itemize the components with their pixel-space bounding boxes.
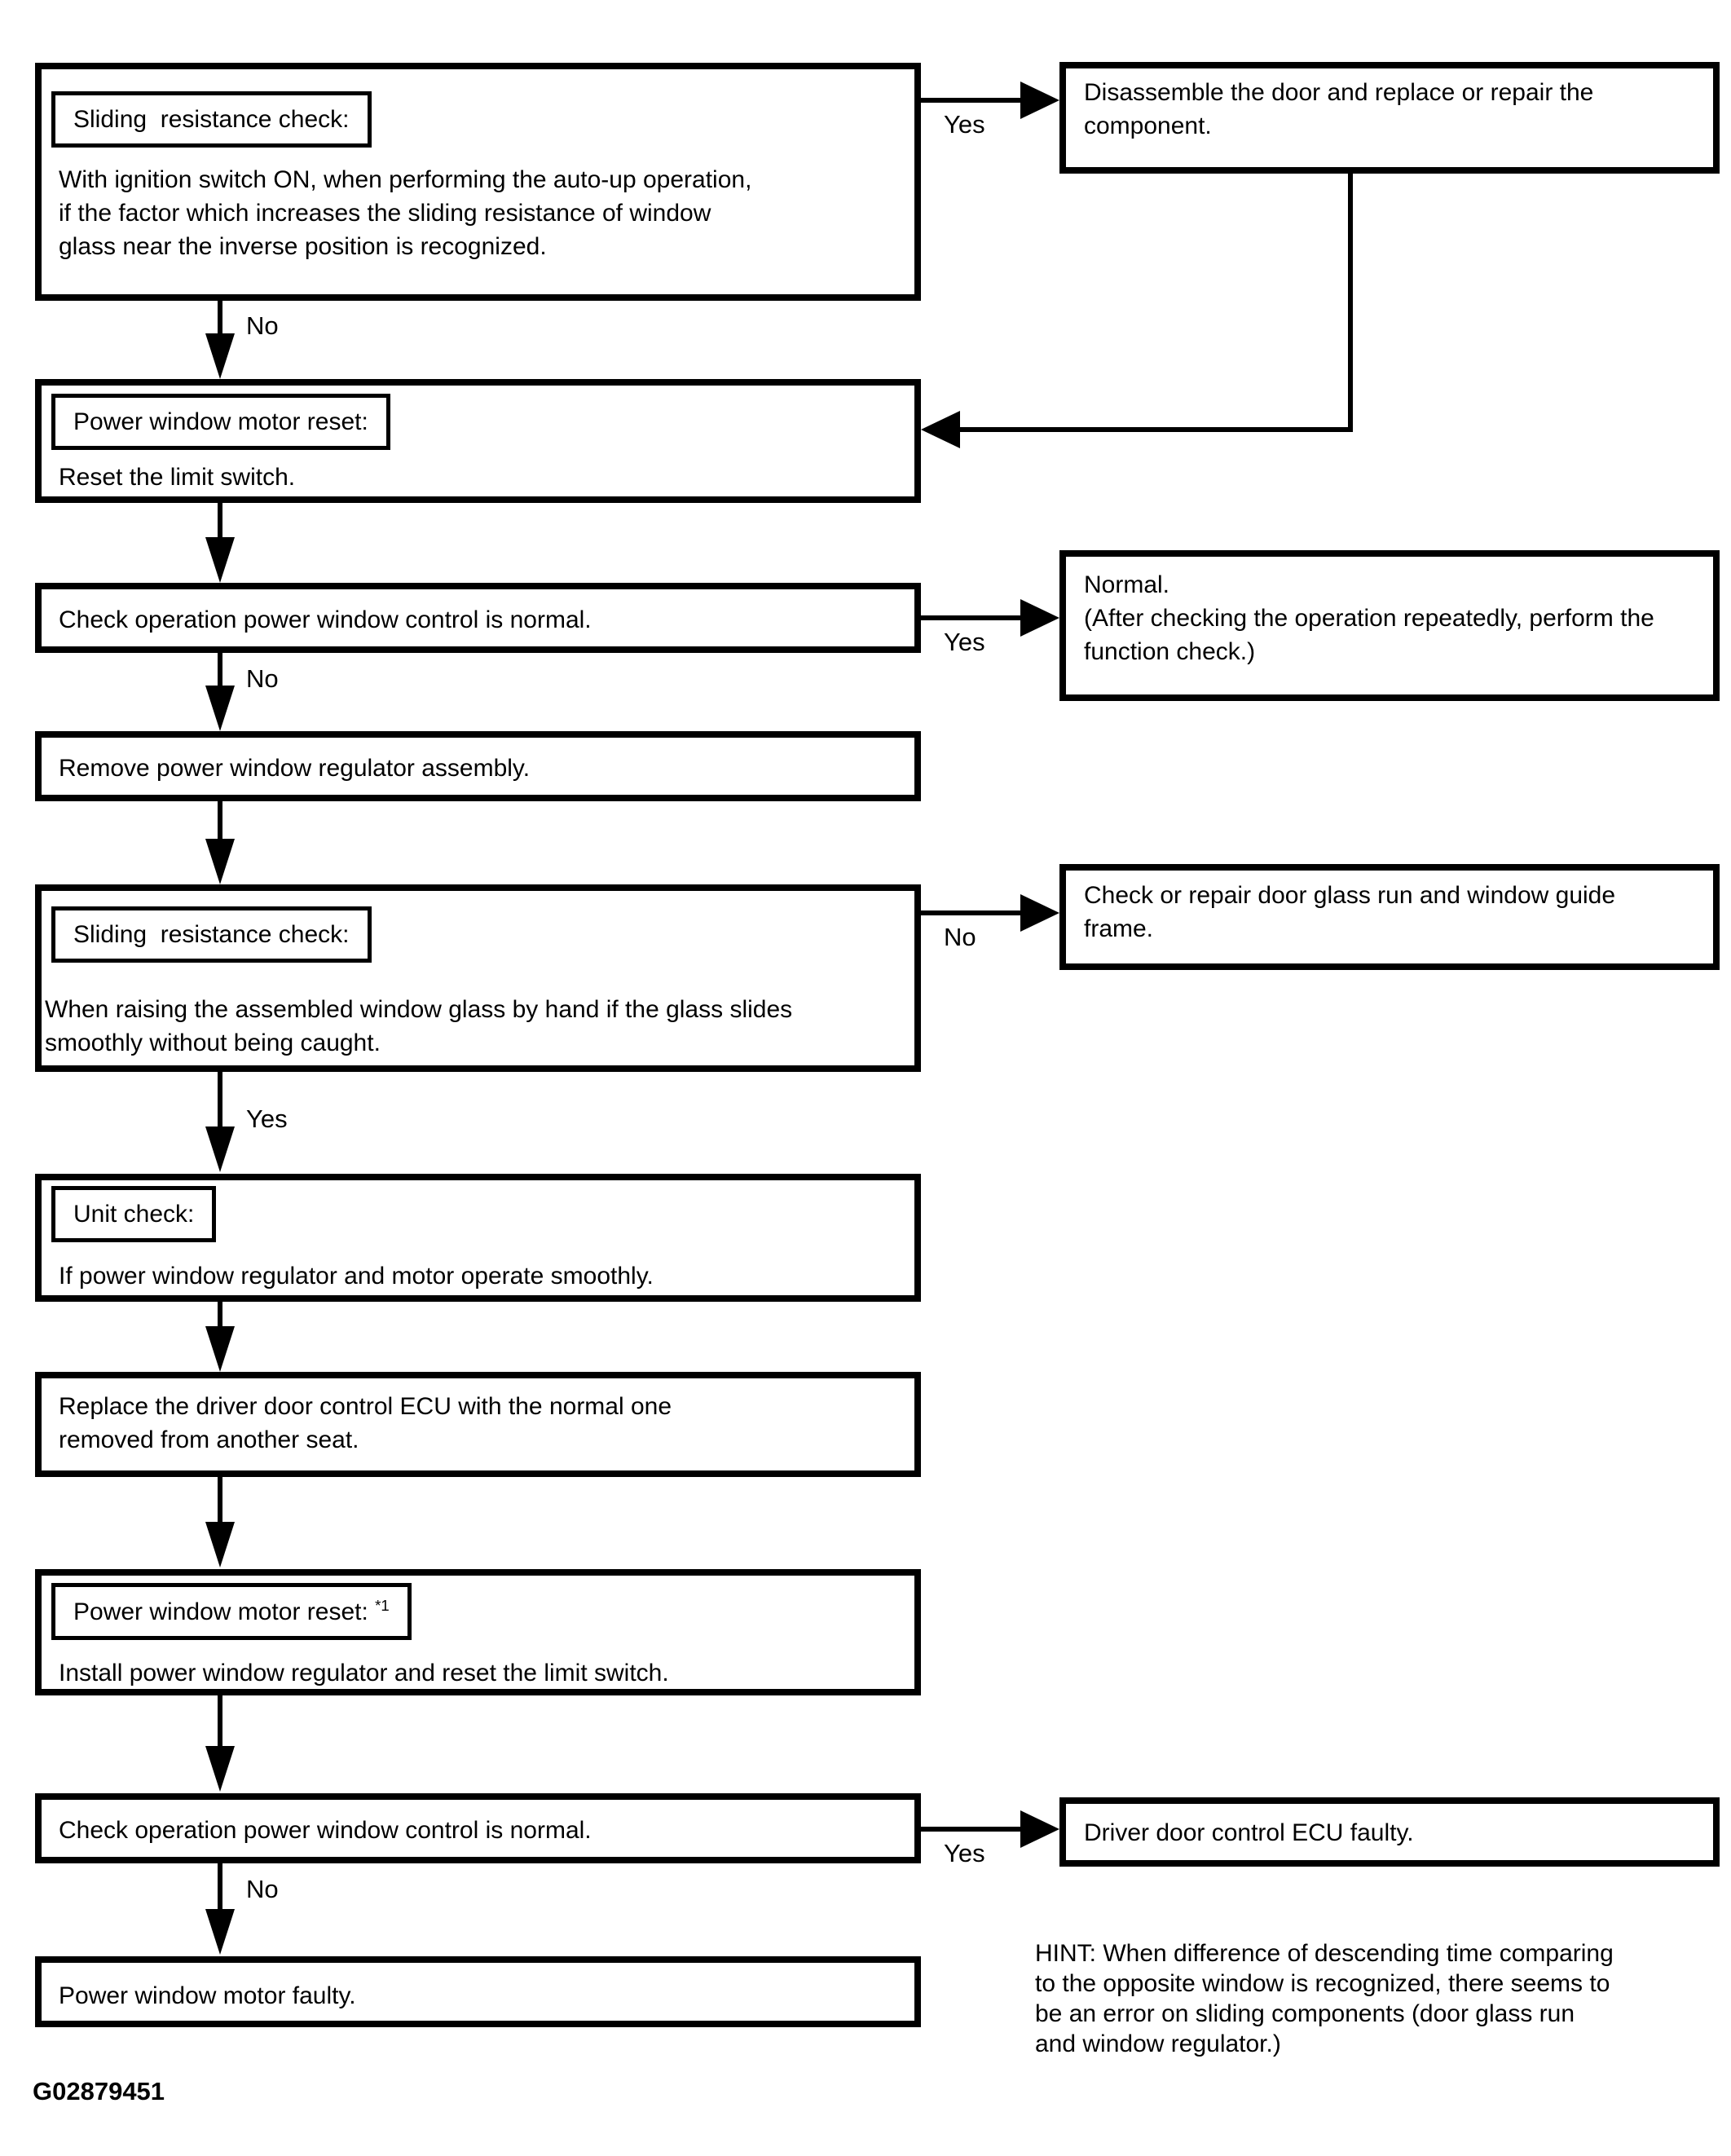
body-line: (After checking the operation repeatedly…	[1084, 605, 1654, 632]
body-line: Disassemble the door and replace or repa…	[1084, 79, 1594, 106]
label-no-l-to-n: No	[246, 1875, 279, 1903]
node-replace-ecu	[35, 1372, 921, 1477]
node-power-window-motor-reset-2-body: Install power window regulator and reset…	[59, 1656, 669, 1690]
body-line: Check operation power window control is …	[59, 1817, 592, 1844]
body-line: function check.)	[1084, 638, 1256, 665]
hint-note: HINT: When difference of descending time…	[1035, 1938, 1614, 2059]
label-no-g-to-h: No	[944, 923, 976, 951]
arrow-l-to-m-head	[1020, 1810, 1059, 1848]
body-line: Install power window regulator and reset…	[59, 1660, 669, 1686]
body-line: With ignition switch ON, when performing…	[59, 166, 752, 193]
node-remove-regulator	[35, 731, 921, 801]
arrow-l-to-n-line	[218, 1863, 222, 1911]
label-yes-l-to-m: Yes	[944, 1839, 985, 1867]
arrow-g-to-h-line	[921, 910, 1027, 915]
body-line: Check operation power window control is …	[59, 606, 592, 633]
node-check-operation-1	[35, 583, 921, 653]
body-line: Power window motor faulty.	[59, 1982, 356, 2009]
title-text: Power window motor reset:	[73, 1598, 376, 1625]
hint-line: HINT: When difference of descending time…	[1035, 1940, 1614, 1967]
node-unit-check-title: Unit check:	[51, 1186, 217, 1242]
node-replace-ecu-body: Replace the driver door control ECU with…	[59, 1390, 672, 1457]
figure-id: G02879451	[33, 2077, 165, 2105]
node-remove-regulator-body: Remove power window regulator assembly.	[59, 752, 530, 785]
body-line: removed from another seat.	[59, 1426, 359, 1453]
arrow-l-to-m-line	[921, 1827, 1027, 1832]
node-motor-faulty	[35, 1956, 921, 2027]
arrow-a-to-b-line	[921, 98, 1027, 103]
body-line: If power window regulator and motor oper…	[59, 1263, 654, 1290]
node-normal-body: Normal. (After checking the operation re…	[1084, 568, 1654, 668]
body-line: frame.	[1084, 915, 1154, 942]
arrow-a-to-c-line	[218, 301, 222, 337]
label-no-a-to-c: No	[246, 311, 279, 340]
arrow-i-to-j-head	[205, 1326, 235, 1372]
label-yes-g-to-i: Yes	[246, 1104, 288, 1133]
arrow-j-to-k-line	[218, 1477, 222, 1523]
label-yes-a-to-b: Yes	[944, 110, 985, 139]
footnote-marker: *1	[375, 1597, 390, 1614]
arrow-c-to-d-head	[205, 537, 235, 583]
arrow-d-to-e-line	[921, 615, 1027, 620]
arrow-k-to-l-line	[218, 1695, 222, 1748]
body-line: Replace the driver door control ECU with…	[59, 1393, 672, 1420]
hint-line: and window regulator.)	[1035, 2030, 1281, 2057]
node-sliding-resistance-check-2-title: Sliding resistance check:	[51, 906, 372, 963]
arrow-a-to-c-head	[205, 333, 235, 379]
body-line: Reset the limit switch.	[59, 464, 296, 491]
node-power-window-motor-reset-1-body: Reset the limit switch.	[59, 461, 295, 494]
body-line: Normal.	[1084, 571, 1170, 598]
arrow-i-to-j-line	[218, 1302, 222, 1328]
body-line: Check or repair door glass run and windo…	[1084, 882, 1616, 909]
node-power-window-motor-reset-2-title: Power window motor reset: *1	[51, 1583, 412, 1640]
arrow-f-to-g-line	[218, 801, 222, 839]
label-no-d-to-f: No	[246, 664, 279, 693]
hint-line: to the opposite window is recognized, th…	[1035, 1970, 1610, 1997]
label-yes-d-to-e: Yes	[944, 628, 985, 656]
arrow-d-to-f-head	[205, 686, 235, 731]
body-line: if the factor which increases the slidin…	[59, 200, 711, 227]
connector-b-to-c-head	[921, 411, 960, 448]
connector-b-to-c-horizontal	[958, 427, 1353, 432]
node-power-window-motor-reset-1-title: Power window motor reset:	[51, 394, 390, 450]
node-motor-faulty-body: Power window motor faulty.	[59, 1979, 356, 2013]
node-sliding-resistance-check-1-title: Sliding resistance check:	[51, 91, 372, 148]
node-disassemble-door-body: Disassemble the door and replace or repa…	[1084, 76, 1593, 143]
body-line: Driver door control ECU faulty.	[1084, 1819, 1414, 1846]
node-normal	[1059, 550, 1720, 701]
arrow-f-to-g-head	[205, 839, 235, 884]
node-unit-check-body: If power window regulator and motor oper…	[59, 1259, 654, 1293]
arrow-g-to-i-head	[205, 1126, 235, 1172]
node-disassemble-door	[1059, 62, 1720, 174]
connector-b-to-c-vertical	[1348, 174, 1353, 432]
node-check-repair-glass-run	[1059, 864, 1720, 970]
arrow-g-to-h-head	[1020, 894, 1059, 932]
body-line: glass near the inverse position is recog…	[59, 233, 547, 260]
arrow-l-to-n-head	[205, 1909, 235, 1955]
node-check-repair-glass-run-body: Check or repair door glass run and windo…	[1084, 879, 1615, 946]
arrow-a-to-b-head	[1020, 82, 1059, 119]
node-check-operation-1-body: Check operation power window control is …	[59, 603, 592, 637]
node-check-operation-2-body: Check operation power window control is …	[59, 1814, 592, 1847]
arrow-d-to-e-head	[1020, 599, 1059, 637]
arrow-k-to-l-head	[205, 1746, 235, 1792]
arrow-d-to-f-line	[218, 653, 222, 687]
arrow-c-to-d-line	[218, 503, 222, 539]
node-ecu-faulty	[1059, 1797, 1720, 1867]
arrow-g-to-i-line	[218, 1072, 222, 1128]
hint-line: be an error on sliding components (door …	[1035, 2000, 1575, 2027]
body-line: component.	[1084, 112, 1212, 139]
arrow-j-to-k-head	[205, 1522, 235, 1567]
node-sliding-resistance-check-1-body: With ignition switch ON, when performing…	[59, 163, 751, 263]
body-line: Remove power window regulator assembly.	[59, 755, 531, 782]
node-check-operation-2	[35, 1793, 921, 1863]
body-line: When raising the assembled window glass …	[45, 996, 793, 1023]
node-sliding-resistance-check-2-body: When raising the assembled window glass …	[45, 993, 792, 1060]
body-line: smoothly without being caught.	[45, 1030, 381, 1056]
node-ecu-faulty-body: Driver door control ECU faulty.	[1084, 1816, 1414, 1850]
